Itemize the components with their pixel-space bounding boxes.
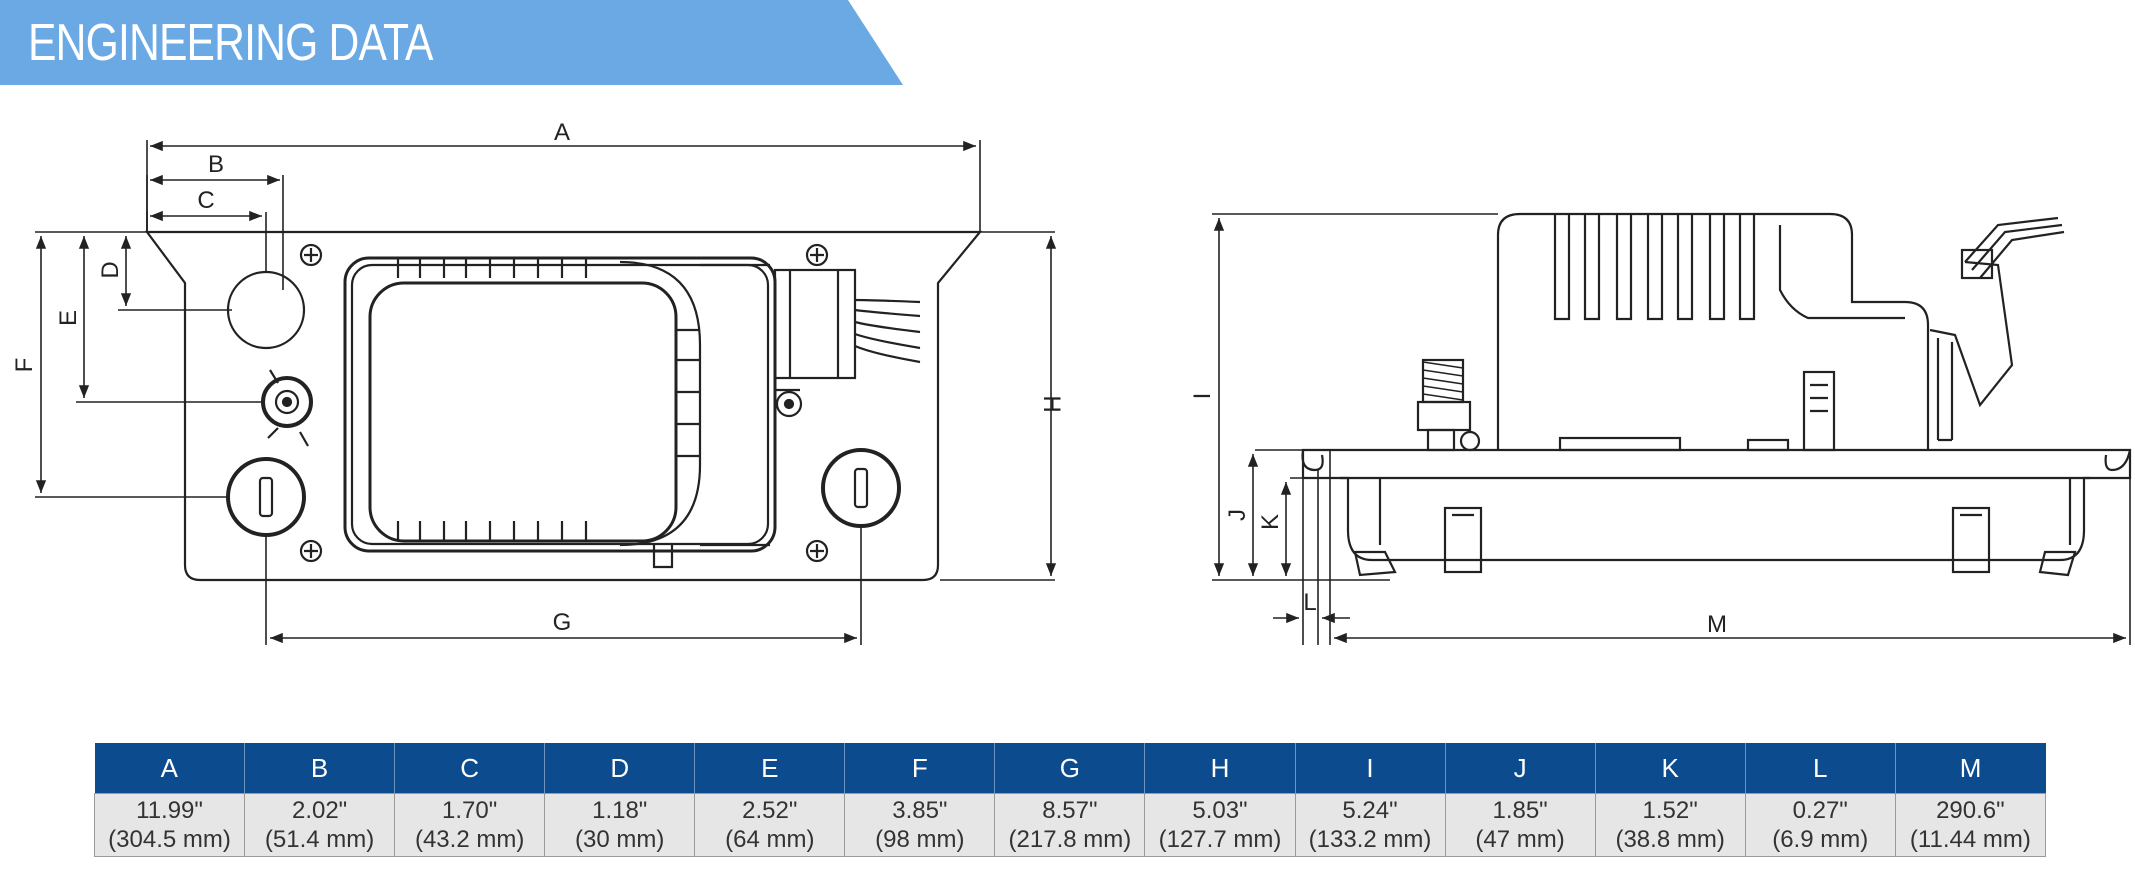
- col-header: L: [1744, 743, 1896, 794]
- value-mm: (98 mm): [875, 826, 965, 853]
- table-cell: 5.24"(133.2 mm): [1294, 793, 1446, 857]
- value-inches: 1.18": [592, 797, 648, 824]
- value-mm: (11.44 mm): [1909, 826, 2031, 853]
- banner-shape: [0, 0, 903, 85]
- value-mm: (30 mm): [575, 826, 665, 853]
- table-cell: 290.6"(11.44 mm): [1894, 793, 2047, 857]
- col-header: A: [94, 743, 245, 794]
- valve-fitting: [261, 369, 313, 447]
- table-cell: 1.18"(30 mm): [544, 793, 695, 857]
- value-inches: 5.03": [1192, 797, 1248, 824]
- dim-label-g: G: [553, 609, 572, 636]
- table-cell: 1.52"(38.8 mm): [1594, 793, 1746, 857]
- side-view: [1212, 212, 2132, 645]
- dim-label-c: C: [197, 187, 214, 214]
- dimensions-table: A B C D E F G H I J K L M 11.99"(304.5 m…: [93, 743, 2047, 857]
- banner-title: ENGINEERING DATA: [28, 14, 433, 72]
- dim-label-f: F: [11, 358, 38, 373]
- screw-icon: [299, 243, 829, 563]
- mounting-plate-outline: [144, 230, 983, 582]
- col-header: H: [1144, 743, 1295, 794]
- dim-label-i: I: [1189, 393, 1216, 400]
- col-header: C: [394, 743, 545, 794]
- col-header: J: [1444, 743, 1596, 794]
- table-cell: 1.70"(43.2 mm): [394, 793, 545, 857]
- dim-label-a: A: [554, 119, 570, 146]
- col-header: I: [1294, 743, 1446, 794]
- dim-label-m: M: [1707, 611, 1727, 638]
- dim-label-k: K: [1257, 514, 1284, 530]
- col-header: B: [244, 743, 395, 794]
- col-header: K: [1594, 743, 1746, 794]
- dim-label-d: D: [97, 261, 124, 278]
- inlet-hole: [226, 270, 306, 350]
- dim-label-b: B: [208, 151, 224, 178]
- table-header-row: A B C D E F G H I J K L M: [94, 743, 2046, 794]
- table-cell: 8.57"(217.8 mm): [994, 793, 1145, 857]
- valve-stem: [1416, 358, 1481, 452]
- value-mm: (217.8 mm): [1008, 826, 1132, 853]
- pump-body: [343, 256, 777, 569]
- power-cord-side: [1929, 216, 2065, 442]
- table-cell: 3.85"(98 mm): [844, 793, 995, 857]
- engineering-data-banner: ENGINEERING DATA: [0, 0, 905, 86]
- dim-label-h: H: [1038, 395, 1065, 412]
- value-inches: 8.57": [1042, 797, 1098, 824]
- base-tray: [1301, 448, 2132, 562]
- table-cell: 2.52"(64 mm): [694, 793, 845, 857]
- value-mm: (64 mm): [725, 826, 815, 853]
- value-inches: 2.02": [291, 797, 348, 824]
- table-cell: 1.85"(47 mm): [1444, 793, 1596, 857]
- value-inches: 290.6": [1936, 797, 2005, 824]
- value-mm: (47 mm): [1475, 826, 1565, 853]
- dim-label-e: E: [55, 310, 82, 326]
- value-mm: (133.2 mm): [1308, 826, 1432, 853]
- value-inches: 0.27": [1792, 797, 1848, 824]
- value-inches: 1.70": [442, 797, 498, 824]
- value-inches: 2.52": [742, 797, 798, 824]
- value-inches: 3.85": [892, 797, 948, 824]
- power-cord: [773, 268, 921, 418]
- technical-drawing: A B C D E F G H I J K L M: [11, 119, 2132, 645]
- col-header: F: [844, 743, 995, 794]
- col-header: D: [544, 743, 695, 794]
- value-mm: (51.4 mm): [264, 826, 375, 853]
- value-inches: 1.85": [1492, 797, 1548, 824]
- value-inches: 1.52": [1642, 797, 1698, 824]
- value-mm: (6.9 mm): [1772, 826, 1869, 853]
- table-cell: 2.02"(51.4 mm): [244, 793, 395, 857]
- value-mm: (127.7 mm): [1158, 826, 1282, 853]
- pump-housing: [1496, 212, 1930, 450]
- value-mm: (38.8 mm): [1615, 826, 1725, 853]
- col-header: E: [694, 743, 845, 794]
- col-header: G: [994, 743, 1145, 794]
- top-view: [35, 140, 1057, 645]
- value-inches: 5.24": [1342, 797, 1398, 824]
- value-inches: 11.99": [136, 797, 203, 824]
- table-cell: 5.03"(127.7 mm): [1144, 793, 1295, 857]
- col-header: M: [1894, 743, 2046, 794]
- table-cell: 11.99"(304.5 mm): [93, 793, 245, 857]
- table-cell: 0.27"(6.9 mm): [1744, 793, 1896, 857]
- dim-label-j: J: [1224, 509, 1251, 521]
- reservoir-inlet-right: [821, 448, 901, 528]
- dimension-labels: A B C D E F G H I J K L M: [11, 119, 1727, 638]
- reservoir-inlet-left: [226, 457, 306, 537]
- value-mm: (43.2 mm): [414, 826, 525, 853]
- value-mm: (304.5 mm): [108, 826, 231, 853]
- table-row: 11.99"(304.5 mm) 2.02"(51.4 mm) 1.70"(43…: [93, 793, 2047, 857]
- dim-label-l: L: [1303, 589, 1316, 616]
